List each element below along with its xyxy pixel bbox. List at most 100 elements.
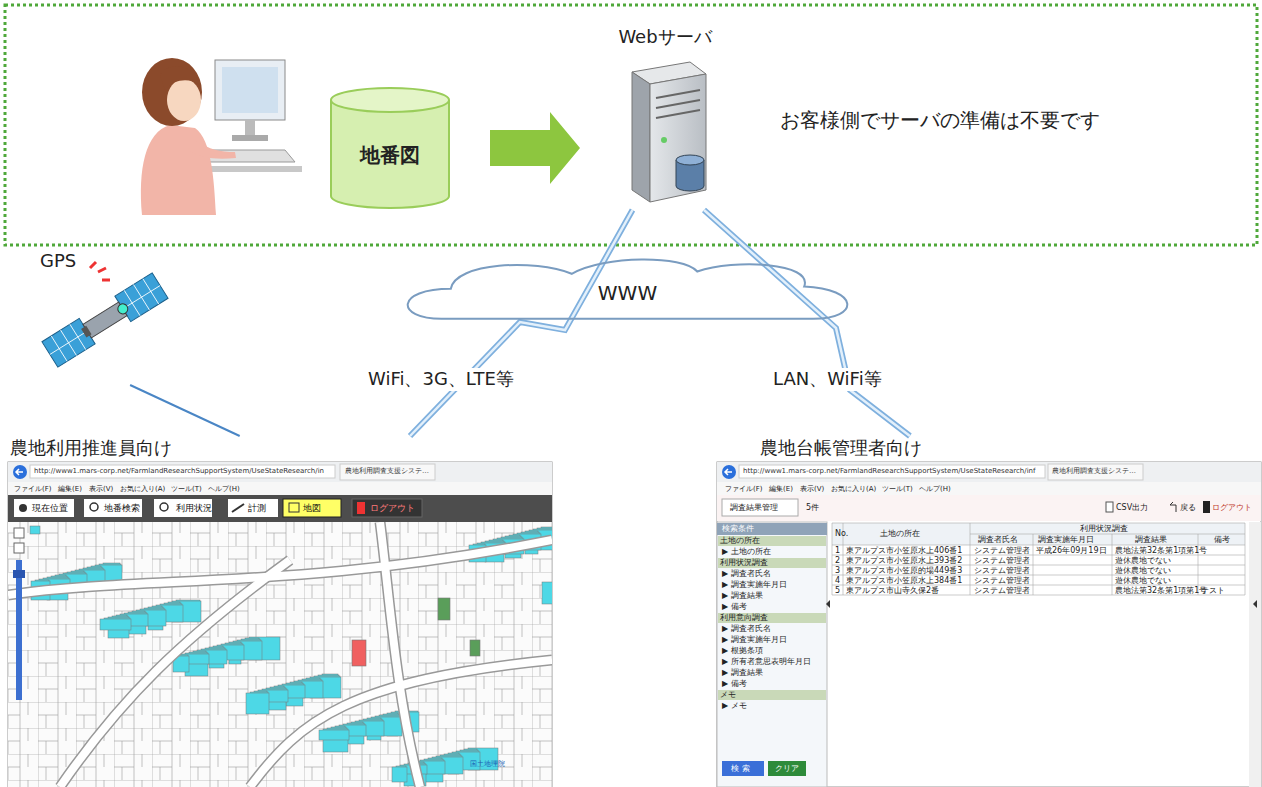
- screen-text: ▶ 備考: [722, 602, 747, 612]
- server-node-shape: [600, 25, 730, 210]
- screen-text: ▶ 根拠条項: [722, 646, 763, 656]
- screen-text: お気に入り(A): [120, 485, 165, 493]
- screen-text: 農地法第32条第1項第1号: [1115, 546, 1207, 556]
- screen-text: 計測: [248, 503, 266, 514]
- screen-text: 検 索: [731, 764, 750, 774]
- node-label: 地番図: [360, 142, 420, 169]
- screen-text: 2: [835, 556, 840, 566]
- screen-text: ファイル(F): [725, 485, 763, 493]
- node-text: 農地台帳管理者向け: [717, 436, 1262, 460]
- link-label: WiFi、3G、LTE等: [365, 368, 517, 391]
- screen-text: ▶ 所有者意思表明年月日: [722, 657, 811, 667]
- node-text: 農地利用推進員向け: [8, 436, 552, 460]
- screen-text: 東アルプス市山寺久保2番: [846, 586, 939, 596]
- screen-text: ログアウト: [1212, 503, 1252, 513]
- screen-text: ツール(T): [882, 485, 913, 493]
- screen-text: 編集(E): [58, 485, 82, 493]
- screen-text: 地図: [303, 503, 321, 514]
- node-text: WWW: [395, 255, 860, 330]
- screen-text: 農地法第32条第1項第1号: [1115, 586, 1207, 596]
- screen-text: テスト: [1201, 586, 1225, 596]
- screen-text: ▶ 調査結果: [722, 668, 763, 678]
- server-node: Webサーバ: [600, 25, 730, 210]
- screen-text: 調査者氏名: [978, 535, 1018, 545]
- screen-text: 利用状況: [176, 503, 212, 514]
- parcel: [319, 730, 349, 740]
- screen-text: 調査結果管理: [730, 503, 778, 513]
- screen-text: 遊休農地でない: [1115, 566, 1171, 576]
- screen-text: 地番検索: [104, 503, 140, 514]
- screen-text: 東アルプス市小笠原水上406番1: [846, 546, 962, 556]
- note-text: お客様側でサーバの準備は不要です: [780, 108, 1100, 132]
- screen-text: ヘルプ(H): [208, 485, 240, 493]
- screen-text: 東アルプス市小笠原水上384番1: [846, 576, 962, 586]
- screen-text: 農地利用調査支援システ…: [1052, 467, 1136, 475]
- link-outline: [410, 210, 633, 436]
- screen-text: システム管理者: [974, 546, 1030, 556]
- screen-text: 利用状況調査: [718, 558, 826, 568]
- parcel: [542, 582, 552, 604]
- screen-text: クリア: [775, 764, 799, 774]
- screen-text: 利用状況調査: [1080, 524, 1128, 534]
- map-screenshot: [8, 462, 566, 787]
- screen-text: ▶ 調査結果: [722, 591, 763, 601]
- screen-text: システム管理者: [974, 576, 1030, 586]
- screen-text: 5件: [806, 503, 819, 513]
- screen-text: 東アルプス市小笠原水上393番2: [846, 556, 962, 566]
- screen-text: 編集(E): [769, 485, 793, 493]
- person-at-pc: [141, 58, 302, 215]
- link-line: [130, 385, 240, 436]
- screen-text: No.: [835, 529, 848, 539]
- screen-text: 備考: [1214, 535, 1230, 545]
- screen-text: ▶ 調査実施年月日: [722, 580, 787, 590]
- screen-text: 現在位置: [32, 503, 68, 514]
- internet-cloud: WWW: [395, 255, 860, 330]
- screen-text: 3: [835, 566, 840, 576]
- screen-text: 調査結果: [1135, 535, 1167, 545]
- network-link: [410, 210, 633, 436]
- link-label: LAN、WiFi等: [770, 368, 885, 391]
- screen-text: ▶ 備考: [722, 679, 747, 689]
- screen-text: 東アルプス市小笠原的場449番3: [846, 566, 962, 576]
- node-label: 農地台帳管理者向け: [760, 436, 922, 460]
- screen-text: 利用意向調査: [718, 613, 826, 623]
- flow-arrow: [490, 112, 580, 184]
- gps-satellite: GPS: [30, 250, 175, 385]
- database-cylinder: 地番図: [330, 88, 450, 208]
- admin-client: 農地台帳管理者向け: [717, 436, 1262, 787]
- node-label: 農地利用推進員向け: [10, 436, 172, 460]
- screen-text: 土地の所在: [718, 536, 826, 546]
- screen-text: 平成26年09月19日: [1036, 546, 1107, 556]
- screen-text: ▶ メモ: [722, 701, 747, 711]
- screen-text: 4: [835, 576, 840, 586]
- screen-text: 農地利用調査支援システ…: [345, 467, 429, 475]
- screen-text: 戻る: [1180, 503, 1196, 513]
- parcel: [246, 693, 269, 714]
- screen-text: http://www1.mars-corp.net/FarmlandResear…: [743, 467, 1036, 475]
- node-label: WWW: [598, 281, 657, 305]
- screen-text: ログアウト: [370, 503, 415, 514]
- link-line: [410, 210, 633, 436]
- admin-screenshot: [717, 462, 1261, 787]
- screen-text: 検索条件: [722, 524, 754, 534]
- screen-text: メモ: [718, 690, 826, 700]
- link-line: [704, 210, 910, 436]
- screen-text: http://www1.mars-corp.net/FarmlandResear…: [34, 467, 324, 475]
- screen-text: 土地の所在: [880, 529, 920, 539]
- screen-text: システム管理者: [974, 566, 1030, 576]
- screen-text: システム管理者: [974, 556, 1030, 566]
- screen-text: 表示(V): [800, 485, 824, 493]
- screen-text: 国土地理院: [470, 760, 505, 768]
- screen-text: 表示(V): [89, 485, 113, 493]
- parcel: [30, 526, 40, 534]
- screen-text: 遊休農地でない: [1115, 556, 1171, 566]
- node-text: Webサーバ: [600, 25, 730, 49]
- link-outline: [704, 210, 910, 436]
- screen-text: CSV出力: [1116, 503, 1148, 513]
- network-link: [704, 210, 910, 436]
- screen-text: 調査実施年月日: [1038, 535, 1094, 545]
- screen-text: ▶ 調査者氏名: [722, 569, 771, 579]
- node-label: GPS: [40, 250, 76, 271]
- boundary: [5, 5, 1257, 245]
- screen-text: ▶ 調査者氏名: [722, 624, 771, 634]
